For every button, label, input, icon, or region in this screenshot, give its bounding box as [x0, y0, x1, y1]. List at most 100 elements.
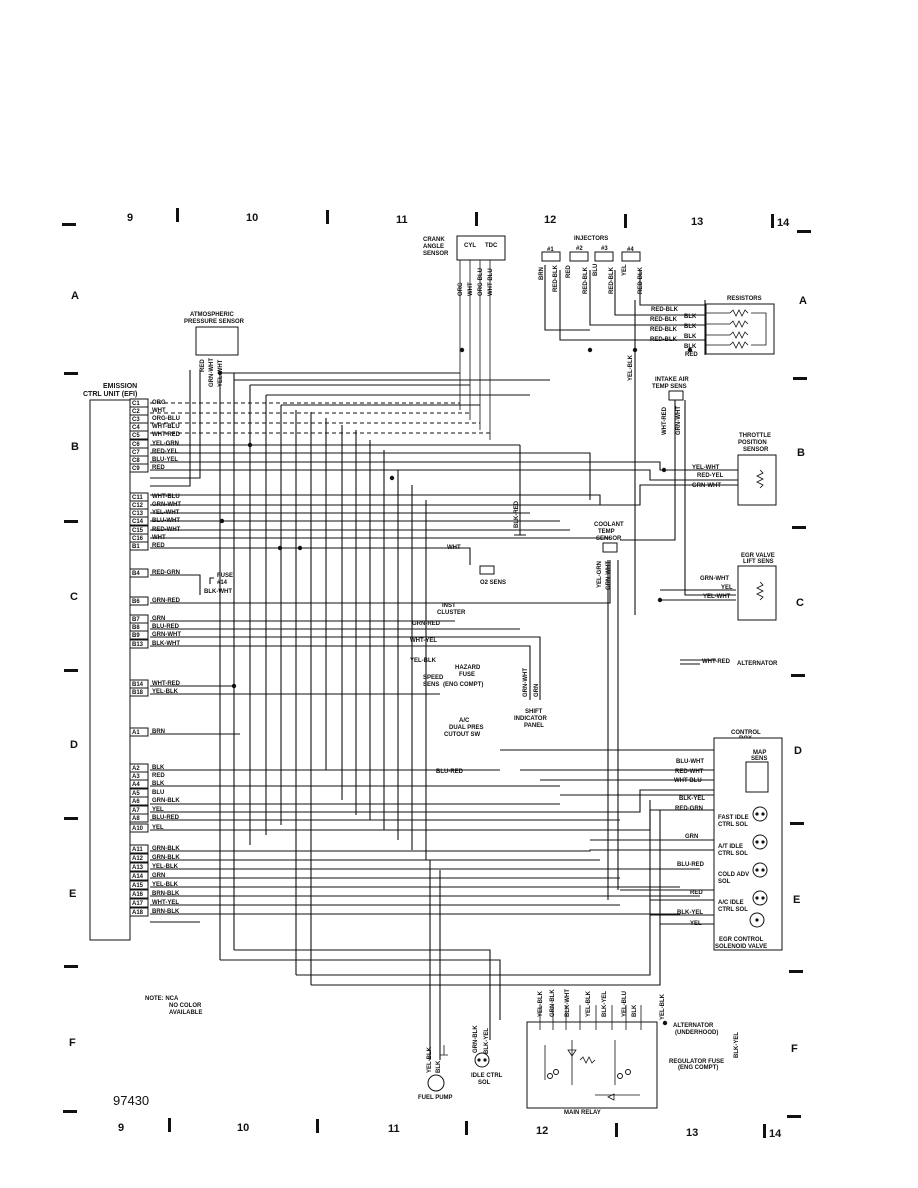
injector-wire-5: BLU: [593, 264, 599, 276]
ecu-pin-box: [129, 568, 149, 578]
crank-label-3: SENSOR: [423, 251, 449, 257]
col-label-bottom-10: 10: [237, 1122, 249, 1134]
relay-wire-4: YEL-BLK: [586, 990, 592, 1017]
control-box: CONTROL BOX MAP SENS BLU-WHT RED-WHT WHT…: [674, 730, 783, 951]
ecu-pin-id: C1: [132, 401, 140, 407]
hazard-speed: YEL-BLK HAZARD FUSE (ENG COMPT) SPEED SE…: [410, 658, 483, 688]
injector-wire-6: RED-BLK: [609, 266, 615, 294]
ecu-pin-box: [129, 430, 149, 440]
shift-indicator-panel: GRN-WHT GRN SHIFT INDICATOR PANEL: [514, 668, 547, 729]
ecu-pin-wire: GRN-BLK: [152, 846, 180, 852]
ecu-pin-box: [129, 541, 149, 551]
shift-label-3: PANEL: [524, 723, 544, 729]
ecu-pin-box: [129, 871, 149, 881]
speed-label-1: SPEED: [423, 675, 444, 681]
drawing-number: 97430: [113, 1093, 149, 1108]
ecu-pin-wire: GRN-BLK: [152, 798, 180, 804]
map-wire-1: BLU-WHT: [676, 759, 704, 765]
ecu-pin-id: A17: [132, 901, 144, 907]
coolant-label-3: SENSOR: [596, 536, 622, 542]
grid-frame: 9 10 11 12 13 14 9 10 11 12 13 14: [62, 208, 811, 1140]
row-label-left-B: B: [71, 441, 79, 453]
cold-adv-label-1: COLD ADV: [718, 872, 749, 878]
ac-idle-wire: GRN: [685, 834, 698, 840]
iat-wire-2: GRN-WHT: [676, 406, 682, 435]
ecu-pin-wire: RED-GRN: [152, 570, 180, 576]
coolant-wire-1: YEL-GRN: [597, 561, 603, 588]
note-block: NOTE: NCA NO COLOR AVAILABLE: [145, 996, 202, 1016]
intake-air-temp-sensor: INTAKE AIR TEMP SENS WHT-RED GRN-WHT YEL…: [628, 354, 689, 435]
throttle-wire-2: RED-YEL: [697, 473, 724, 479]
ecu-pin-box: [129, 823, 149, 833]
row-label-left-E: E: [69, 888, 76, 900]
injector-num-3: #3: [601, 246, 608, 252]
egr-sol-label-1: EGR CONTROL: [719, 937, 764, 943]
crank-label-2: ANGLE: [423, 244, 444, 250]
fast-idle-wire-2: RED-GRN: [675, 806, 703, 812]
ecu-pin-id: C3: [132, 417, 140, 423]
ecu-pin-id: B4: [132, 571, 140, 577]
reg-fuse-label-1: REGULATOR FUSE: [669, 1059, 724, 1065]
ecu-pin-wire: BLU-RED: [152, 815, 180, 821]
row-label-left-D: D: [70, 739, 78, 751]
reg-fuse-label-2: (ENG COMPT): [678, 1065, 718, 1071]
cold-adv-wire: BLU-RED: [677, 862, 705, 868]
relay-wire-5: BLK-YEL: [602, 991, 608, 1017]
relay-wire-3: BLK-WHT: [565, 989, 571, 1017]
ecu-pin-id: A2: [132, 766, 140, 772]
injector-num-2: #2: [576, 246, 583, 252]
ecu-pin-id: A7: [132, 808, 140, 814]
map-label-1: MAP: [753, 750, 766, 756]
ecu-pin-wire: YEL-BLK: [152, 689, 179, 695]
ecu-pin-box: [129, 516, 149, 526]
atmos-label-2: PRESSURE SENSOR: [184, 319, 245, 325]
ecu-pin-box: [129, 907, 149, 917]
hazard-wire: WHT-YEL: [410, 638, 437, 644]
alternator-ref: WHT-RED ALTERNATOR: [702, 659, 778, 667]
fast-idle-wire-1: BLK-YEL: [679, 796, 705, 802]
resistor-pack: RESISTORS RED-BLK BLK RED-BLK BLK RED-BL…: [650, 296, 775, 358]
ecu-pin-box: [129, 862, 149, 872]
ecu-pin-id: C7: [132, 450, 140, 456]
ecu-pin-wire: YEL: [152, 825, 164, 831]
crank-angle-sensor: CRANK ANGLE SENSOR CYL TDC ORG WHT ORG-B…: [423, 235, 506, 296]
idle-wire-1: GRN-BLK: [473, 1025, 479, 1053]
ecu-pin-wire: YEL-GRN: [152, 441, 179, 447]
ecu-pin-wire: YEL-BLK: [152, 864, 179, 870]
relay-alt-label-2: (UNDERHOOD): [675, 1030, 718, 1036]
ecu-pin-wire: BLK: [152, 765, 165, 771]
ecu-pin-box: [129, 889, 149, 899]
note-line-2: NO COLOR: [169, 1003, 202, 1009]
crank-wire-1: ORG: [458, 282, 464, 296]
fast-idle-label-2: CTRL SOL: [718, 822, 748, 828]
ecu-pin-wire: RED: [152, 543, 165, 549]
reg-fuse-wire: BLK-YEL: [734, 1032, 740, 1058]
egr-sol-label-2: SOLENOID VALVE: [715, 944, 767, 950]
ecu-pin-id: A14: [132, 874, 144, 880]
resistor-wire-8: BLK: [684, 344, 697, 350]
injector-wire-7: YEL: [622, 264, 628, 276]
resistor-wire-4: BLK: [684, 324, 697, 330]
ecu-pin-id: C11: [132, 495, 143, 501]
injector-2: [569, 251, 589, 262]
ecu-pin-id: C2: [132, 409, 140, 415]
egr-wire-2: YEL: [721, 585, 733, 591]
idle-wire-2: BLK-YEL: [484, 1028, 490, 1054]
ecu-pin-box: [129, 596, 149, 606]
fast-idle-label-1: FAST IDLE: [718, 815, 749, 821]
ecu-pin-id: C9: [132, 466, 140, 472]
iat-label-2: TEMP SENS: [652, 384, 687, 390]
row-label-left-A: A: [71, 290, 79, 302]
row-label-left-C: C: [70, 591, 78, 603]
ecu-pin-wire: RED: [152, 465, 165, 471]
crank-wire-2: WHT: [468, 282, 474, 296]
speed-label-2: SENS: [423, 682, 439, 688]
ecu-pin-wire: BRN: [152, 729, 165, 735]
throttle-label-2: POSITION: [738, 440, 767, 446]
fuel-wire-2: BLK: [436, 1060, 442, 1073]
ac-label-2: DUAL PRES: [449, 725, 484, 731]
ecu-pin-wire: ORG-BLU: [152, 416, 180, 422]
map-wire-3: WHT-BLU: [674, 778, 702, 784]
ecu-pin-wire: BLU: [152, 790, 164, 796]
ecu-pin-id: C15: [132, 528, 144, 534]
